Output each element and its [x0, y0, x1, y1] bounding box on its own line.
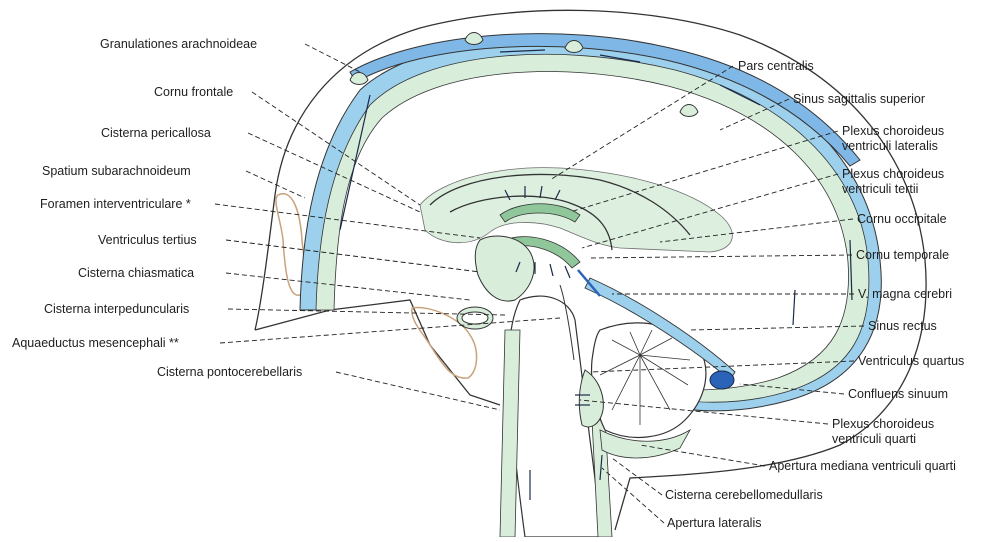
label-foramen: Foramen interventriculare *: [40, 197, 191, 211]
label-cisterna-interpeduncularis: Cisterna interpeduncularis: [44, 302, 189, 316]
label-ventriculus-tertius: Ventriculus tertius: [98, 233, 197, 247]
label-spatium: Spatium subarachnoideum: [42, 164, 191, 178]
label-cornu-occipitale: Cornu occipitale: [857, 212, 947, 226]
label-v-magna: V. magna cerebri: [858, 287, 952, 301]
label-cornu-temporale: Cornu temporale: [856, 248, 949, 262]
label-apertura-mediana: Apertura mediana ventriculi quarti: [769, 459, 956, 473]
label-sinus-rectus: Sinus rectus: [868, 319, 937, 333]
label-plexus-lat-2: ventriculi lateralis: [842, 139, 938, 153]
label-plexus-lat-1: Plexus choroideus: [842, 124, 944, 138]
third-ventricle: [475, 236, 534, 301]
label-plexus-tert-2: ventriculi tertii: [842, 182, 918, 196]
pituitary: [462, 312, 488, 324]
left-labels: Granulationes arachnoideae Cornu frontal…: [12, 37, 302, 379]
label-cornu-frontale: Cornu frontale: [154, 85, 233, 99]
confluens-sinuum-shape: [710, 371, 734, 389]
label-plexus-quart-2: ventriculi quarti: [832, 432, 916, 446]
label-pars-centralis: Pars centralis: [738, 59, 814, 73]
label-confluens: Confluens sinuum: [848, 387, 948, 401]
label-granulationes: Granulationes arachnoideae: [100, 37, 257, 51]
label-cisterna-chiasmatica: Cisterna chiasmatica: [78, 266, 194, 280]
label-ventriculus-quartus: Ventriculus quartus: [858, 354, 964, 368]
label-plexus-quart-1: Plexus choroideus: [832, 417, 934, 431]
label-cisterna-cerebellomedullaris: Cisterna cerebellomedullaris: [665, 488, 823, 502]
label-aquaeductus: Aquaeductus mesencephali **: [12, 336, 179, 350]
label-sinus-sagittalis: Sinus sagittalis superior: [793, 92, 925, 106]
label-apertura-lateralis: Apertura lateralis: [667, 516, 762, 530]
label-plexus-tert-1: Plexus choroideus: [842, 167, 944, 181]
label-cisterna-pontocerebellaris: Cisterna pontocerebellaris: [157, 365, 302, 379]
label-cisterna-pericallosa: Cisterna pericallosa: [101, 126, 211, 140]
